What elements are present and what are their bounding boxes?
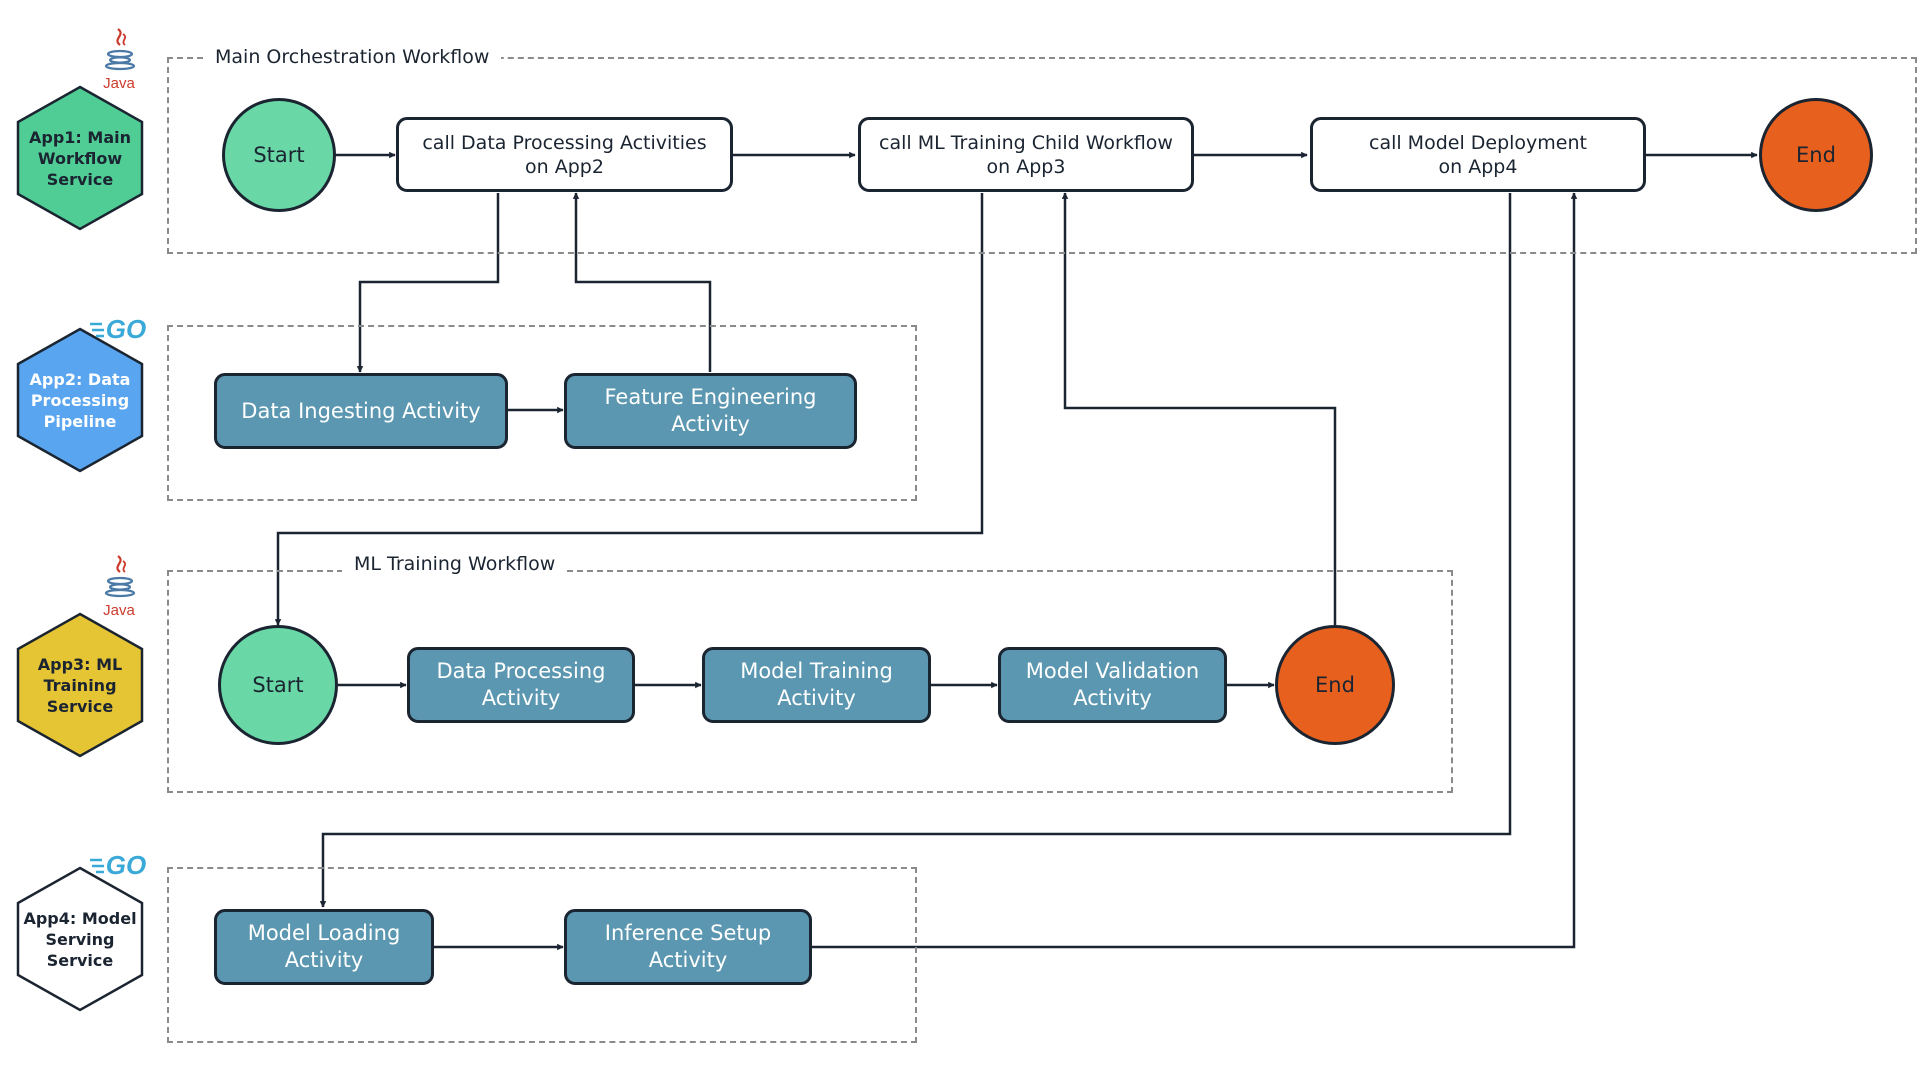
hexagon-shape bbox=[16, 866, 144, 1012]
java-logo-text: Java bbox=[103, 602, 135, 619]
node-label-line: call ML Training Child Workflow bbox=[879, 131, 1173, 154]
model-serving-zone bbox=[167, 867, 917, 1043]
node-label-line: Activity bbox=[648, 948, 728, 972]
node-label: Start bbox=[252, 673, 304, 697]
main-start-node: Start bbox=[222, 98, 336, 212]
main-workflow-title: Main Orchestration Workflow bbox=[203, 46, 502, 68]
data-processing-activity: Data Processing Activity bbox=[407, 647, 635, 723]
service-label-line: Serving bbox=[45, 929, 115, 949]
node-label-line: Data Processing bbox=[436, 659, 606, 683]
arrow-ml-end-to-call-ml bbox=[1061, 192, 1337, 625]
service-label-line: Training bbox=[43, 675, 117, 695]
go-logo: GO bbox=[90, 314, 146, 343]
model-training-activity: Model Training Activity bbox=[702, 647, 931, 723]
node-label-line: Data Ingesting Activity bbox=[241, 398, 481, 423]
call-data-processing-node: call Data Processing Activities on App2 bbox=[396, 117, 733, 192]
node-label-line: call Model Deployment bbox=[1369, 131, 1587, 154]
data-pipeline-zone bbox=[167, 325, 917, 501]
node-label: End bbox=[1315, 673, 1355, 697]
node-label-line: on App2 bbox=[525, 155, 604, 178]
hexagon-shape bbox=[16, 85, 144, 231]
service-label-line: Workflow bbox=[37, 148, 123, 168]
service-hex-app2: App2: Data Processing Pipeline bbox=[16, 327, 144, 473]
hexagon-shape bbox=[16, 612, 144, 758]
node-label-line: Feature Engineering bbox=[604, 385, 817, 409]
service-label-line: Pipeline bbox=[43, 411, 117, 431]
call-ml-training-node: call ML Training Child Workflow on App3 bbox=[858, 117, 1194, 192]
node-label-line: call Data Processing Activities bbox=[422, 131, 707, 154]
service-label-line: App3: ML bbox=[37, 654, 123, 674]
ml-start-node: Start bbox=[218, 625, 338, 745]
inference-setup-activity: Inference Setup Activity bbox=[564, 909, 812, 985]
node-label-line: Model Training bbox=[740, 659, 893, 683]
node-label-line: Activity bbox=[481, 686, 561, 710]
node-label-line: on App3 bbox=[986, 155, 1066, 178]
service-label-line: App2: Data bbox=[29, 369, 131, 389]
service-hex-app1: App1: Main Workflow Service bbox=[16, 85, 144, 231]
node-label-line: Activity bbox=[671, 412, 750, 436]
node-label-line: Activity bbox=[284, 948, 364, 972]
arrow-feature-eng-to-call-data bbox=[572, 192, 712, 372]
ml-end-node: End bbox=[1275, 625, 1395, 745]
service-label-line: App1: Main bbox=[29, 127, 131, 147]
service-hex-app3: App3: ML Training Service bbox=[16, 612, 144, 758]
model-validation-activity: Model Validation Activity bbox=[998, 647, 1227, 723]
main-workflow-zone bbox=[167, 57, 1917, 254]
service-hex-app4: App4: Model Serving Service bbox=[16, 866, 144, 1012]
feature-engineering-activity: Feature Engineering Activity bbox=[564, 373, 857, 449]
arrow-call-ml-to-ml-start bbox=[274, 193, 984, 626]
service-label-line: App4: Model bbox=[23, 908, 137, 928]
call-model-deployment-node: call Model Deployment on App4 bbox=[1310, 117, 1646, 192]
java-logo: Java bbox=[103, 555, 135, 619]
service-label-line: Processing bbox=[30, 390, 130, 410]
node-label-line: Activity bbox=[1073, 686, 1152, 710]
ml-training-zone bbox=[167, 570, 1453, 793]
java-logo: Java bbox=[103, 28, 135, 92]
arrow-call-deploy-to-model-loading bbox=[319, 193, 1512, 908]
java-logo-text: Java bbox=[103, 75, 135, 92]
hexagon-shape bbox=[16, 327, 144, 473]
arrow-call-data-to-ingesting bbox=[356, 193, 500, 373]
service-label-line: Service bbox=[46, 696, 114, 716]
model-loading-activity: Model Loading Activity bbox=[214, 909, 434, 985]
data-ingesting-activity: Data Ingesting Activity bbox=[214, 373, 508, 449]
service-label-line: Service bbox=[46, 169, 114, 189]
node-label-line: Inference Setup bbox=[604, 921, 772, 945]
node-label: End bbox=[1796, 143, 1836, 167]
node-label: Start bbox=[253, 143, 305, 167]
node-label-line: on App4 bbox=[1438, 155, 1518, 178]
node-label-line: Activity bbox=[777, 686, 856, 710]
go-logo: GO bbox=[90, 850, 146, 879]
node-label-line: Model Validation bbox=[1025, 659, 1200, 683]
go-logo-text: GO bbox=[106, 850, 146, 879]
node-label-line: Model Loading bbox=[247, 921, 401, 945]
go-logo-text: GO bbox=[106, 314, 146, 343]
arrow-inference-to-call-deploy bbox=[811, 192, 1578, 949]
main-end-node: End bbox=[1759, 98, 1873, 212]
ml-training-title: ML Training Workflow bbox=[342, 553, 568, 575]
service-label-line: Service bbox=[46, 950, 114, 970]
